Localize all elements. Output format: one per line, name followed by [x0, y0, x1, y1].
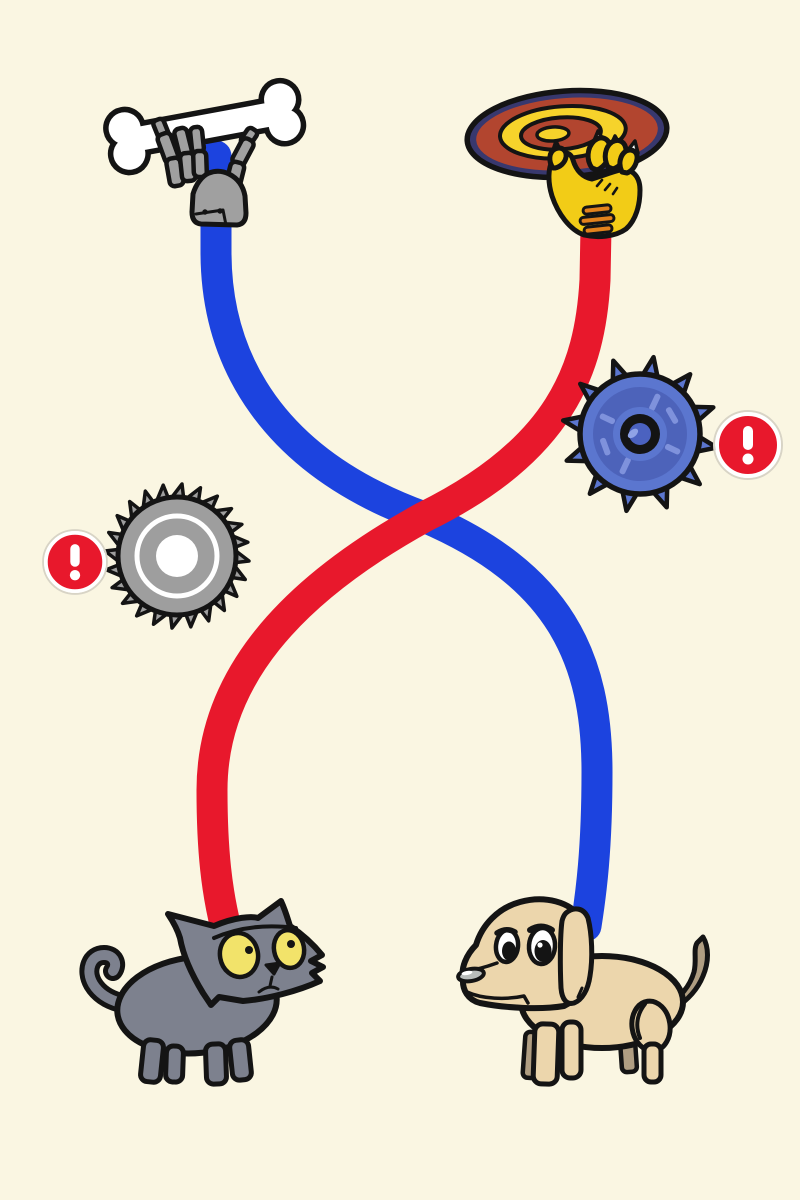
wheel-hub-highlight	[627, 428, 639, 439]
cat-legs	[138, 1037, 254, 1087]
paw-finger	[617, 147, 640, 176]
dog-near-parts	[459, 896, 686, 1087]
monster-paw-frisbee-item[interactable]	[464, 84, 670, 240]
cat[interactable]	[79, 898, 326, 1087]
blue-rope[interactable]	[200, 140, 613, 942]
scene	[42, 77, 783, 1087]
dog-mouth	[465, 990, 530, 1005]
cat-nose	[264, 961, 282, 976]
spiked-wheel-hazard	[560, 354, 720, 514]
dog-nose-shine	[461, 970, 473, 976]
claw-body	[189, 168, 249, 228]
wheel-marks	[599, 393, 681, 475]
dog-tail	[665, 934, 710, 1012]
cat-mouth	[257, 975, 280, 994]
dog-eyelids	[494, 923, 555, 936]
dog-thigh-line	[635, 1002, 647, 1040]
paw-stripes	[578, 203, 616, 236]
cat-eye	[217, 930, 261, 980]
badge-outer-ring	[713, 410, 783, 480]
paw-thumb	[547, 145, 569, 171]
monster-paw-icon	[546, 129, 643, 240]
warning-badge-left	[42, 529, 108, 595]
saw-ring	[134, 513, 220, 599]
dog-ear	[557, 906, 595, 1006]
robot-claw-icon	[151, 116, 260, 228]
dog-eye-shine	[537, 942, 543, 948]
claw-fingers	[151, 116, 260, 193]
paw-knuckle-lines	[595, 178, 619, 196]
circular-saw-hazard	[103, 482, 251, 630]
saw-hole	[156, 535, 198, 577]
badge-outer-ring	[42, 529, 108, 595]
claw-rivets	[202, 208, 223, 215]
robot-claw-bone-item[interactable]	[103, 77, 307, 228]
dog-ear-notch	[576, 986, 584, 999]
red-rope[interactable]	[196, 212, 612, 944]
exclamation-icon	[69, 544, 81, 581]
warning-badge-right	[713, 410, 783, 480]
paw-palm	[546, 150, 643, 240]
cat-pupils	[245, 940, 295, 954]
exclamation-icon	[742, 426, 754, 465]
dog[interactable]	[456, 896, 710, 1087]
paw-body	[546, 135, 643, 240]
cat-eyes	[217, 927, 307, 980]
cat-eye	[271, 927, 307, 971]
cat-brow-line	[212, 924, 298, 940]
wheel-hub-center	[629, 423, 651, 445]
